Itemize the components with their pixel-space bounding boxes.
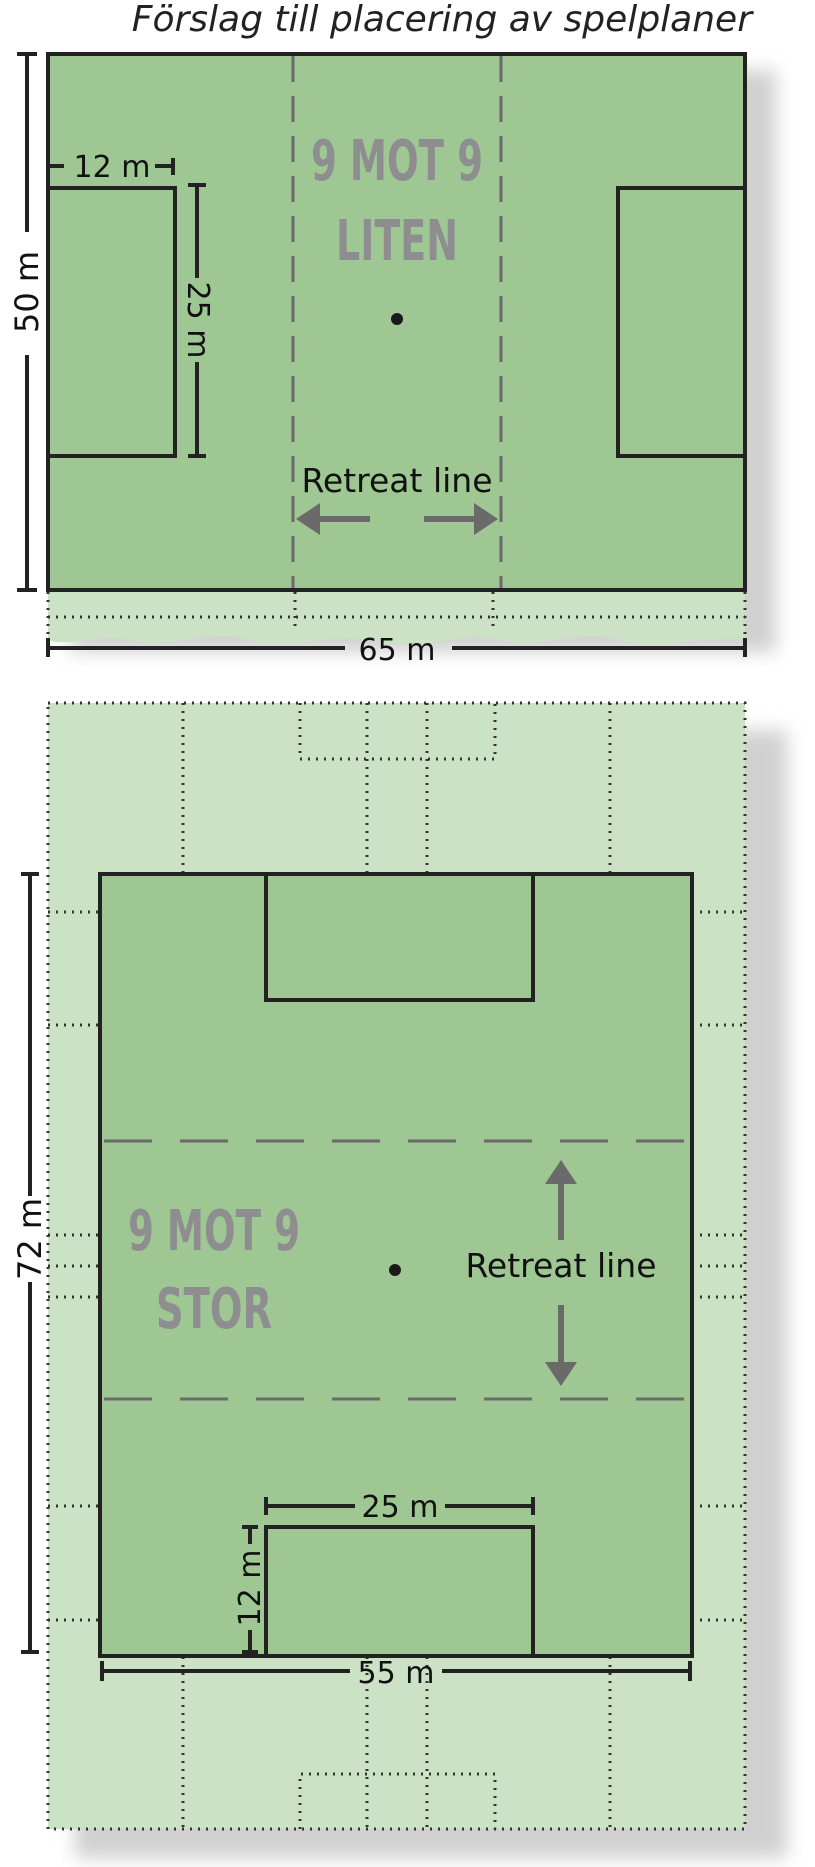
small-field-left-arrow xyxy=(296,503,370,535)
small-field-center-spot xyxy=(391,313,403,325)
large-field-retreat-label: Retreat line xyxy=(465,1246,656,1285)
large-field-bottom-box xyxy=(264,1525,535,1658)
small-field-extension-strip xyxy=(48,590,745,645)
small-field-box-depth-dimension: 12 m xyxy=(50,150,175,185)
large-field-up-arrow xyxy=(545,1160,577,1240)
large-field-width-dimension: 55 m xyxy=(100,1656,692,1691)
small-field-right-box xyxy=(616,186,747,458)
small-field-left-box xyxy=(46,186,177,458)
large-field-down-arrow xyxy=(545,1305,577,1386)
large-field-top-box xyxy=(264,872,535,1002)
large-field-height-label: 72 m xyxy=(11,1198,49,1280)
large-field-name-line2: STOR xyxy=(156,1277,272,1342)
small-field-name-line2: LITEN xyxy=(336,209,458,274)
small-field-box-depth-label: 12 m xyxy=(74,150,151,185)
small-field-box-width-dimension: 25 m xyxy=(180,183,215,458)
large-field-box-width-label: 25 m xyxy=(362,1490,439,1525)
small-field-height-dimension: 50 m xyxy=(8,52,46,592)
small-field-width-dimension: 65 m xyxy=(46,633,747,668)
small-field-name-line1: 9 MOT 9 xyxy=(311,129,483,194)
large-field-name-line1: 9 MOT 9 xyxy=(128,1199,300,1264)
large-field-box-depth-label: 12 m xyxy=(233,1550,268,1627)
small-field-box-width-label: 25 m xyxy=(180,282,215,359)
large-field-center-spot xyxy=(389,1264,401,1276)
small-field-height-label: 50 m xyxy=(8,251,46,333)
small-field-right-arrow xyxy=(424,503,498,535)
large-field: 9 MOT 9 STOR Retreat line 72 m 25 m xyxy=(11,701,787,1858)
large-field-height-dimension: 72 m xyxy=(11,872,49,1654)
large-field-box-width-dimension: 25 m xyxy=(264,1490,535,1525)
large-field-box-depth-dimension: 12 m xyxy=(233,1525,268,1654)
small-field-width-label: 65 m xyxy=(359,633,436,668)
small-field: 9 MOT 9 LITEN Retreat line 50 m 12 m xyxy=(8,52,776,668)
small-field-retreat-label: Retreat line xyxy=(301,461,492,500)
page-title: Förslag till placering av spelplaner xyxy=(131,0,752,40)
large-field-width-label: 55 m xyxy=(358,1656,435,1691)
large-field-dotted-guides xyxy=(48,703,745,1829)
